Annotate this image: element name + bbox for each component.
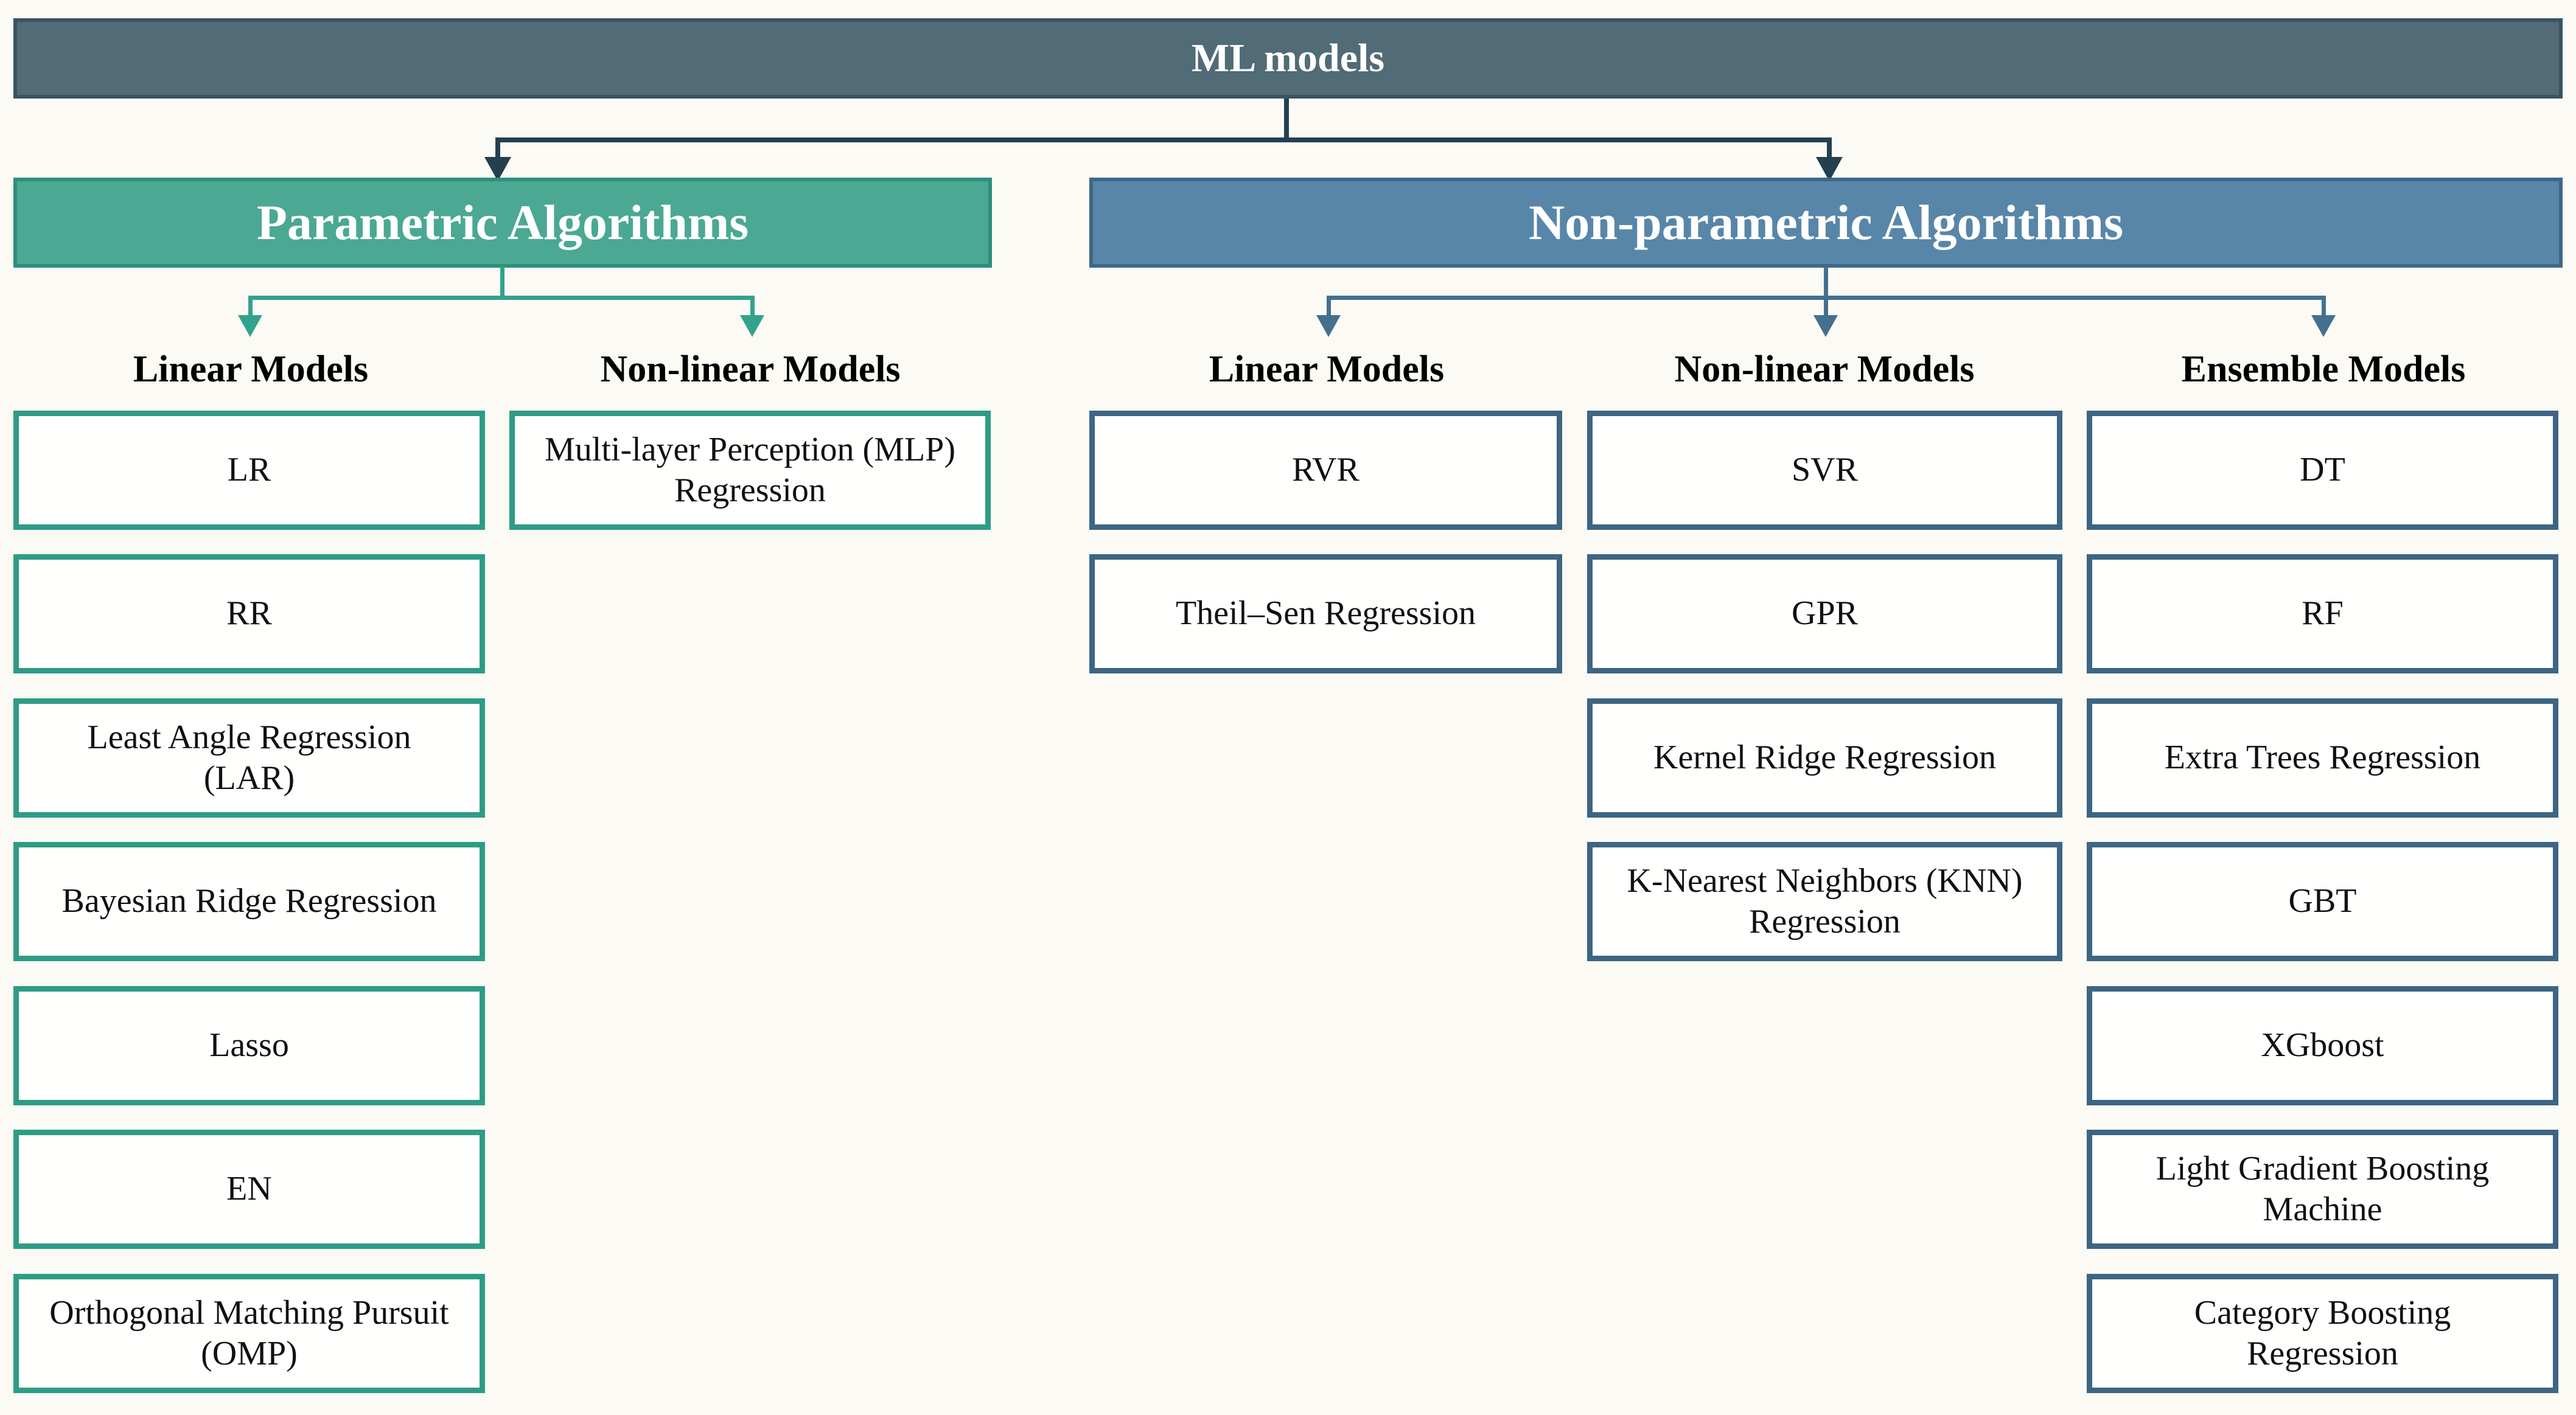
node-en: EN bbox=[13, 1130, 485, 1249]
connector-parametric-right-drop bbox=[750, 298, 755, 316]
branch-parametric-label: Parametric Algorithms bbox=[256, 195, 749, 250]
connector-root-right-drop bbox=[1827, 140, 1832, 159]
connector-parametric-left-drop bbox=[248, 298, 253, 316]
node-lasso: Lasso bbox=[13, 986, 485, 1105]
group-label-nonparametric-linear: Linear Models bbox=[1209, 349, 1445, 390]
branch-parametric-algorithms: Parametric Algorithms bbox=[13, 178, 992, 268]
arrow-down-icon bbox=[238, 315, 262, 337]
node-svr: SVR bbox=[1587, 411, 2062, 530]
arrow-down-icon bbox=[484, 157, 511, 181]
connector-parametric-horizontal bbox=[248, 296, 755, 300]
node-lr: LR bbox=[13, 411, 485, 530]
arrow-down-icon bbox=[1316, 315, 1341, 337]
node-bayesian-ridge: Bayesian Ridge Regression bbox=[13, 842, 485, 961]
connector-nonparametric-vertical bbox=[1824, 266, 1828, 318]
node-gbt: GBT bbox=[2087, 842, 2558, 961]
node-catboost: Category Boosting Regression bbox=[2087, 1274, 2558, 1393]
connector-nonparametric-left-drop bbox=[1327, 298, 1331, 316]
node-rvr: RVR bbox=[1089, 411, 1562, 530]
node-rr: RR bbox=[13, 554, 485, 673]
group-label-parametric-nonlinear: Non-linear Models bbox=[600, 349, 901, 390]
node-xgboost: XGboost bbox=[2087, 986, 2558, 1105]
root-node-label: ML models bbox=[1191, 36, 1385, 80]
connector-root-horizontal bbox=[495, 137, 1832, 142]
arrow-down-icon bbox=[2311, 315, 2336, 337]
branch-nonparametric-label: Non-parametric Algorithms bbox=[1529, 195, 2123, 250]
node-kernel-ridge: Kernel Ridge Regression bbox=[1587, 698, 2062, 818]
node-theil-sen: Theil–Sen Regression bbox=[1089, 554, 1562, 673]
node-gpr: GPR bbox=[1587, 554, 2062, 673]
node-rf: RF bbox=[2087, 554, 2558, 673]
connector-nonparametric-right-drop bbox=[2322, 298, 2326, 316]
node-extra-trees: Extra Trees Regression bbox=[2087, 698, 2558, 818]
node-omp: Orthogonal Matching Pursuit (OMP) bbox=[13, 1274, 485, 1393]
node-lightgbm: Light Gradient Boosting Machine bbox=[2087, 1130, 2558, 1249]
arrow-down-icon bbox=[1816, 157, 1843, 181]
root-node-ml-models: ML models bbox=[13, 18, 2563, 99]
connector-nonparametric-horizontal bbox=[1327, 296, 2326, 300]
group-label-parametric-linear: Linear Models bbox=[133, 349, 369, 390]
node-lar: Least Angle Regression (LAR) bbox=[13, 698, 485, 818]
connector-parametric-vertical bbox=[500, 266, 504, 298]
group-label-nonparametric-nonlinear: Non-linear Models bbox=[1674, 349, 1975, 390]
node-knn: K-Nearest Neighbors (KNN) Regression bbox=[1587, 842, 2062, 961]
node-mlp-regression: Multi-layer Perception (MLP) Regression bbox=[509, 411, 991, 530]
arrow-down-icon bbox=[1813, 315, 1838, 337]
connector-root-left-drop bbox=[495, 140, 500, 159]
node-dt: DT bbox=[2087, 411, 2558, 530]
connector-root-vertical bbox=[1284, 99, 1289, 140]
group-label-ensemble: Ensemble Models bbox=[2181, 349, 2466, 390]
arrow-down-icon bbox=[740, 315, 764, 337]
branch-nonparametric-algorithms: Non-parametric Algorithms bbox=[1089, 178, 2563, 268]
